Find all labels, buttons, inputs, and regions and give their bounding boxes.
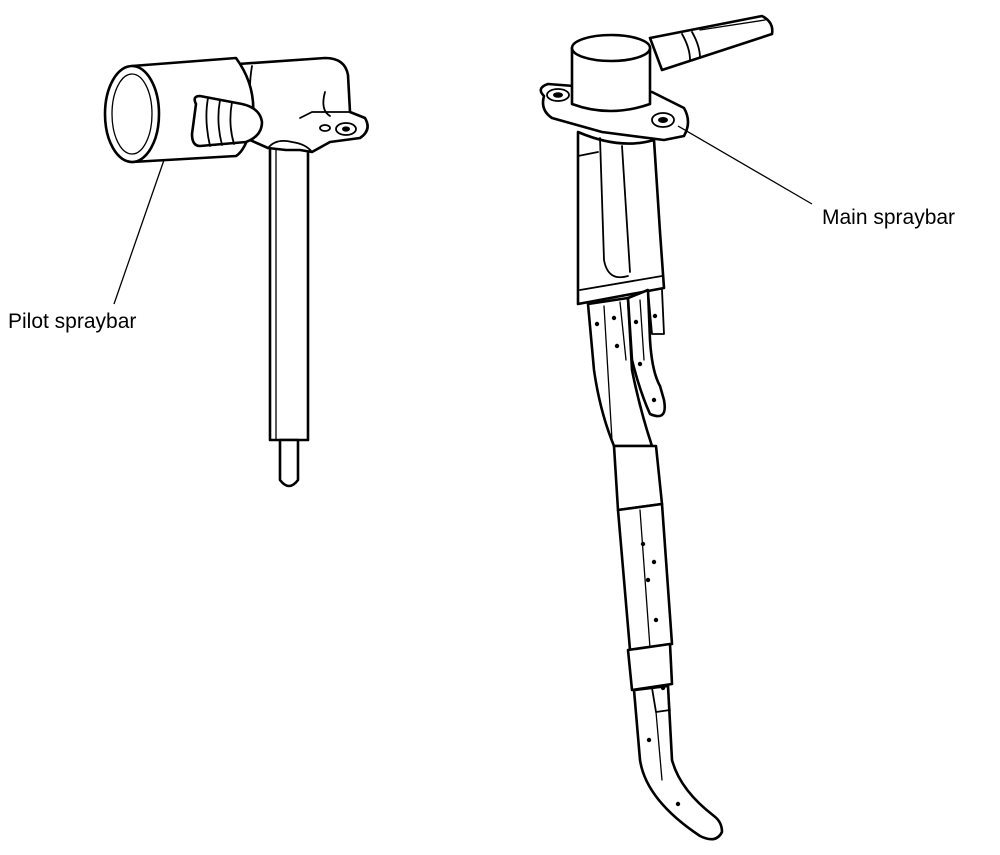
pilot-body: [236, 56, 369, 154]
main-leader-line: [677, 125, 813, 205]
main-clamp-upper: [612, 444, 664, 512]
pilot-fitting: [190, 94, 264, 148]
pilot-cylinder-end: [103, 64, 161, 164]
pilot-stem-tip: [278, 438, 300, 488]
main-tip-tube: [632, 684, 724, 841]
pilot-spraybar: [103, 56, 369, 488]
main-inlet-tube: [648, 14, 774, 72]
pilot-spraybar-label: Pilot spraybar: [8, 310, 137, 333]
main-shroud: [576, 130, 666, 306]
main-top-cylinder-cap: [570, 33, 652, 63]
main-spraybar: [539, 14, 774, 841]
main-spraybar-label: Main spraybar: [822, 206, 956, 229]
main-clamp-lower: [626, 642, 674, 692]
main-top-cylinder: [570, 46, 652, 113]
pilot-leader-line: [113, 159, 165, 305]
